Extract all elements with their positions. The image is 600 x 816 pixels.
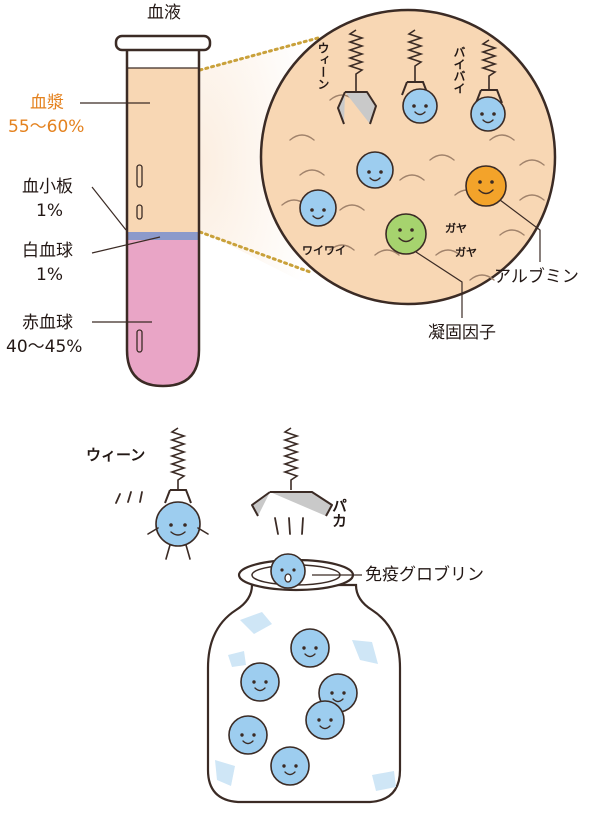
zoom-line-bottom <box>198 230 312 274</box>
globulin-faces-bottle <box>240 646 346 768</box>
crane-springs-bottom <box>169 427 300 490</box>
clotting-factor-label: 凝固因子 <box>428 323 496 343</box>
crane-claw-open <box>251 491 333 517</box>
globulin-faces-zoom <box>310 104 496 212</box>
bottom-scene <box>115 427 402 804</box>
leader-platelet <box>91 186 127 231</box>
albumin-cell <box>465 165 507 207</box>
clotting-face <box>398 228 414 232</box>
rbc-name: 赤血球 <box>22 313 73 333</box>
tube-rim <box>114 34 212 52</box>
globulin-label: 免疫グロブリン <box>365 565 484 585</box>
albumin-label: アルブミン <box>494 267 579 287</box>
globulin-smiles-bottle <box>242 653 344 776</box>
platelet-name: 血小板 <box>22 177 73 197</box>
buffy-coat <box>127 232 199 240</box>
globulin-cell <box>240 662 280 702</box>
sfx-wiin-top: ウィーン <box>316 42 330 90</box>
globulin-cell <box>228 715 268 755</box>
drop-lines <box>115 491 304 535</box>
globulin-cell <box>356 151 394 189</box>
leader-albumin <box>499 199 541 262</box>
zoom-circle <box>259 8 557 318</box>
sfx-wiin-bottom: ウィーン <box>86 446 146 464</box>
leader-clotting <box>415 251 463 318</box>
sfx-waiwai: ワイワイ <box>302 244 346 257</box>
albumin-smile <box>478 189 494 195</box>
clotting-factor-cell <box>385 213 427 255</box>
globulin-cell <box>290 628 330 668</box>
rbc-percent: 40〜45% <box>6 337 83 357</box>
held-cell-limbs <box>147 527 209 560</box>
sfx-gaya-1: ガヤ <box>445 222 467 235</box>
globulin-cell <box>299 189 337 227</box>
tube-highlight <box>136 164 143 188</box>
sfx-baibai: バイバイ <box>452 46 466 94</box>
crane-claw-empty <box>337 91 377 125</box>
albumin-face <box>478 180 494 184</box>
tube-outline <box>125 50 201 388</box>
plasma-wisps <box>281 94 545 281</box>
globulin-cell <box>270 746 310 786</box>
crane-springs <box>347 29 498 92</box>
globulin-cell <box>470 96 506 132</box>
globulin-cell <box>402 88 438 124</box>
bottle-glints <box>215 612 396 791</box>
zoom-line-top <box>198 36 320 72</box>
zoom-circle-bg <box>259 8 557 306</box>
sfx-paka: パカ <box>330 498 348 528</box>
globulin-smiles-zoom <box>312 111 494 220</box>
plasma-name: 血漿 <box>30 93 64 113</box>
globulin-cell-held <box>155 501 201 547</box>
red-cell-layer <box>127 240 199 386</box>
globulin-cell-dropping <box>270 553 306 589</box>
leader-wbc <box>91 236 161 254</box>
wbc-percent: 1% <box>36 265 63 285</box>
tube-highlight-2 <box>136 204 143 220</box>
title-blood: 血液 <box>147 3 181 23</box>
wbc-name: 白血球 <box>22 241 73 261</box>
globulin-cells-bottle <box>228 628 358 786</box>
globulin-cell <box>305 700 345 740</box>
crane-claw-held-bottom <box>164 489 192 504</box>
tube-highlight-3 <box>136 329 143 353</box>
clotting-smile <box>398 237 414 243</box>
globulin-cells-zoom <box>299 88 506 227</box>
plasma-percent: 55〜60% <box>8 117 85 137</box>
plasma-layer <box>127 68 199 232</box>
sfx-gaya-2: ガヤ <box>455 246 477 259</box>
platelet-percent: 1% <box>36 201 63 221</box>
